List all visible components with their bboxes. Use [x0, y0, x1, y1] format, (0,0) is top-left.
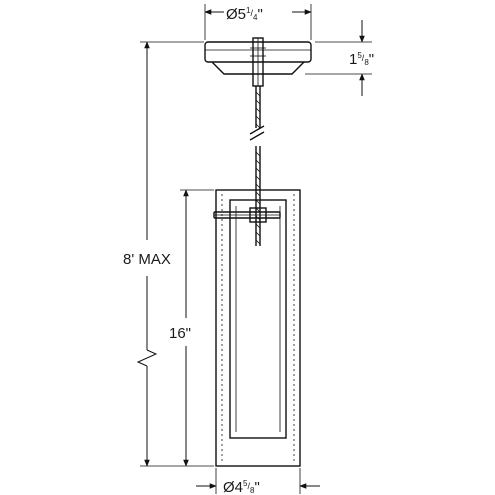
shade-diameter-dimension: Ø45/8"	[196, 468, 320, 495]
canopy-diameter-whole: 5	[238, 6, 246, 23]
canopy-height-whole: 1	[349, 51, 357, 68]
canopy-height-den: 8	[364, 58, 369, 67]
canopy	[204, 37, 312, 87]
shade-diameter-symbol: Ø	[223, 479, 235, 495]
svg-text:Ø45/8": Ø45/8"	[223, 479, 260, 495]
canopy-diameter-den: 4	[253, 13, 258, 22]
canopy-diameter-unit: "	[257, 6, 262, 23]
canopy-diameter-num: 1	[246, 6, 251, 15]
canopy-diameter-dimension: Ø51/4"	[204, 4, 312, 40]
shade-diameter-unit: "	[254, 479, 259, 495]
suspension-cable	[249, 86, 265, 246]
canopy-height-dimension: 15/8"	[305, 20, 374, 96]
overall-length-label: 8' MAX	[123, 251, 171, 268]
canopy-diameter-symbol: Ø	[226, 6, 238, 23]
shade-diameter-whole: 4	[235, 479, 243, 495]
shade-height-dimension: 16"	[169, 189, 214, 467]
shade	[213, 189, 301, 467]
shade-diameter-den: 8	[250, 486, 255, 495]
shade-height-label: 16"	[169, 325, 191, 342]
overall-length-dimension: 8' MAX	[123, 41, 214, 467]
svg-text:Ø51/4": Ø51/4"	[226, 6, 263, 23]
canopy-height-num: 5	[357, 51, 362, 60]
svg-text:15/8": 15/8"	[349, 51, 374, 68]
shade-diameter-num: 5	[243, 479, 248, 488]
canopy-height-unit: "	[369, 51, 374, 68]
